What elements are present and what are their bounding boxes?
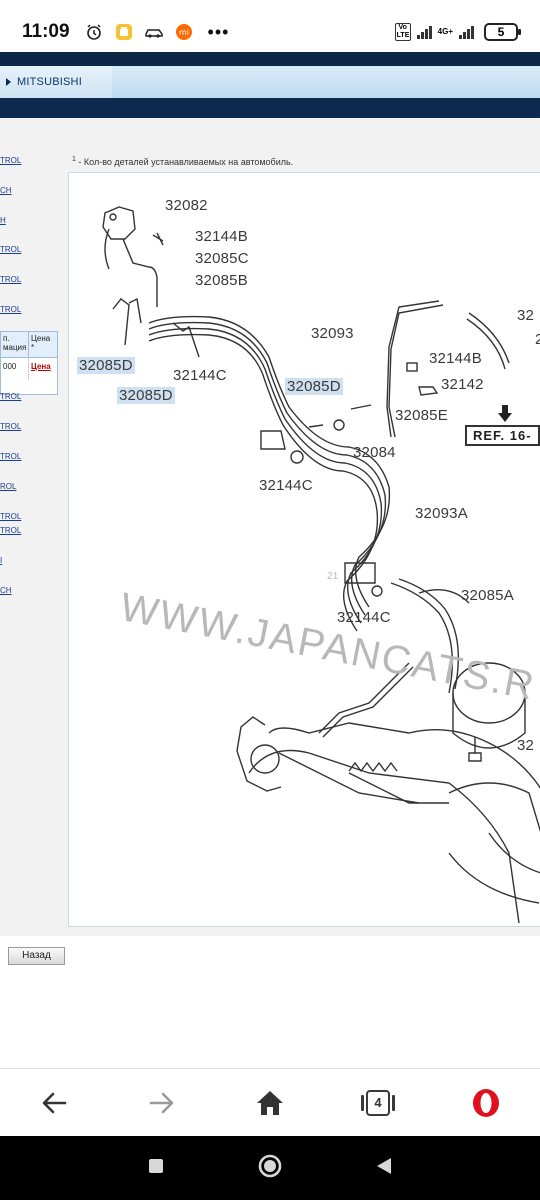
opera-logo-icon (473, 1088, 499, 1117)
part-label[interactable]: 32144B (195, 228, 248, 245)
part-label[interactable]: 32085C (195, 250, 249, 267)
note-superscript: 1 (72, 156, 76, 163)
circle-icon (258, 1154, 282, 1177)
sidebar-link[interactable]: TROL (0, 156, 22, 165)
network-type: 4G+ (437, 27, 453, 36)
signal-icon-1 (416, 25, 432, 39)
arrow-right-icon (149, 1092, 174, 1113)
tabs-count: 4 (366, 1089, 390, 1116)
sidebar-link[interactable]: TROL (0, 305, 22, 314)
alarm-icon (84, 22, 104, 42)
brand-bar: MITSUBISHI (0, 66, 540, 98)
system-nav-bar (0, 1136, 540, 1200)
parts-sidebar: TROL CH H TROL TROL TROL п. мация Цена *… (0, 148, 60, 648)
browser-toolbar: 4 (0, 1068, 540, 1136)
sidebar-link[interactable]: I (0, 556, 3, 565)
diagram-drawing (102, 206, 540, 924)
brand-label: MITSUBISHI (17, 76, 82, 88)
price-table-header: п. мация Цена * (1, 332, 57, 358)
more-notifications-icon: ••• (207, 21, 230, 42)
sidebar-link[interactable]: TROL (0, 422, 22, 431)
opera-menu-button[interactable] (459, 1076, 513, 1130)
sidebar-link[interactable]: ROL (0, 482, 17, 491)
part-label[interactable]: 2 (535, 331, 540, 348)
status-right-icons: Vo LTE 4G+ 5 (394, 23, 521, 41)
sidebar-link[interactable]: TROL (0, 526, 22, 535)
status-time: 11:09 (22, 21, 70, 42)
svg-text:mi: mi (179, 28, 189, 37)
sidebar-link[interactable]: TROL (0, 512, 22, 521)
price-table-col1: п. мация (1, 332, 29, 357)
part-label[interactable]: 32093A (415, 505, 468, 522)
notes-app-icon (114, 22, 134, 42)
sidebar-link[interactable]: TROL (0, 392, 22, 401)
part-label[interactable]: 32144C (259, 477, 313, 494)
square-icon (149, 1158, 163, 1173)
part-label[interactable]: 32142 (441, 376, 484, 393)
mi-app-icon: mi (174, 22, 194, 42)
table-row: 000 Цена (1, 358, 57, 380)
part-label[interactable]: 32085A (461, 587, 514, 604)
part-label[interactable]: 32144B (429, 350, 482, 367)
brand-tab[interactable]: MITSUBISHI (0, 66, 112, 98)
part-label[interactable]: 32085E (395, 407, 448, 424)
arrow-left-icon (42, 1092, 67, 1113)
site-header: MITSUBISHI (0, 52, 540, 118)
arrow-down-icon (498, 405, 512, 422)
volte-icon: Vo LTE (394, 23, 411, 41)
ref-box[interactable]: REF. 16- (465, 425, 540, 446)
home-icon (257, 1090, 283, 1115)
part-label-highlighted[interactable]: 32085D (77, 357, 135, 374)
part-label-highlighted[interactable]: 32085D (285, 378, 343, 395)
sidebar-link[interactable]: H (0, 216, 6, 225)
tabs-icon: 4 (361, 1089, 395, 1116)
car-icon (144, 22, 164, 42)
sidebar-link[interactable]: TROL (0, 452, 22, 461)
part-label[interactable]: 32082 (165, 197, 208, 214)
part-label[interactable]: 32085B (195, 272, 248, 289)
content-bottom: Назад (0, 936, 540, 1068)
part-label[interactable]: 32 (517, 307, 535, 324)
forward-nav-button[interactable] (135, 1076, 189, 1130)
tabs-button[interactable]: 4 (351, 1076, 405, 1130)
battery-icon: 5 (484, 23, 521, 41)
quantity-note: 1 - Кол-во деталей устанавливаемых на ав… (72, 156, 293, 167)
price-table-col2: Цена * (31, 334, 51, 352)
sidebar-link[interactable]: TROL (0, 245, 22, 254)
part-label[interactable]: 32093 (311, 325, 354, 342)
triangle-back-icon (377, 1157, 391, 1174)
back-system-button[interactable] (375, 1156, 393, 1181)
part-label[interactable]: 32144C (173, 367, 227, 384)
back-nav-button[interactable] (27, 1076, 81, 1130)
sidebar-link[interactable]: TROL (0, 275, 22, 284)
part-label[interactable]: 32144C (337, 609, 391, 626)
sidebar-link[interactable]: CH (0, 186, 12, 195)
faint-label: 21 (327, 571, 339, 582)
home-button[interactable] (243, 1076, 297, 1130)
sidebar-link[interactable]: CH (0, 586, 12, 595)
price-table: п. мация Цена * 000 Цена (0, 331, 58, 395)
home-system-button[interactable] (257, 1153, 283, 1184)
part-label[interactable]: 32084 (353, 444, 396, 461)
signal-icon-2 (459, 25, 474, 39)
part-label[interactable]: 32 (517, 737, 535, 754)
triangle-bullet-icon (6, 78, 11, 86)
parts-diagram: WWW.JAPANCATS.R 32082 32144B 32085C 3208… (68, 172, 540, 927)
status-left-icons: mi ••• (84, 22, 230, 43)
part-label-highlighted[interactable]: 32085D (117, 387, 175, 404)
price-link[interactable]: Цена (31, 362, 51, 371)
price-table-cell: 000 (1, 358, 29, 380)
page-content: 1 - Кол-во деталей устанавливаемых на ав… (0, 118, 540, 1068)
recents-button[interactable] (147, 1157, 165, 1180)
back-button[interactable]: Назад (8, 947, 65, 965)
note-text: - Кол-во деталей устанавливаемых на авто… (75, 157, 294, 167)
